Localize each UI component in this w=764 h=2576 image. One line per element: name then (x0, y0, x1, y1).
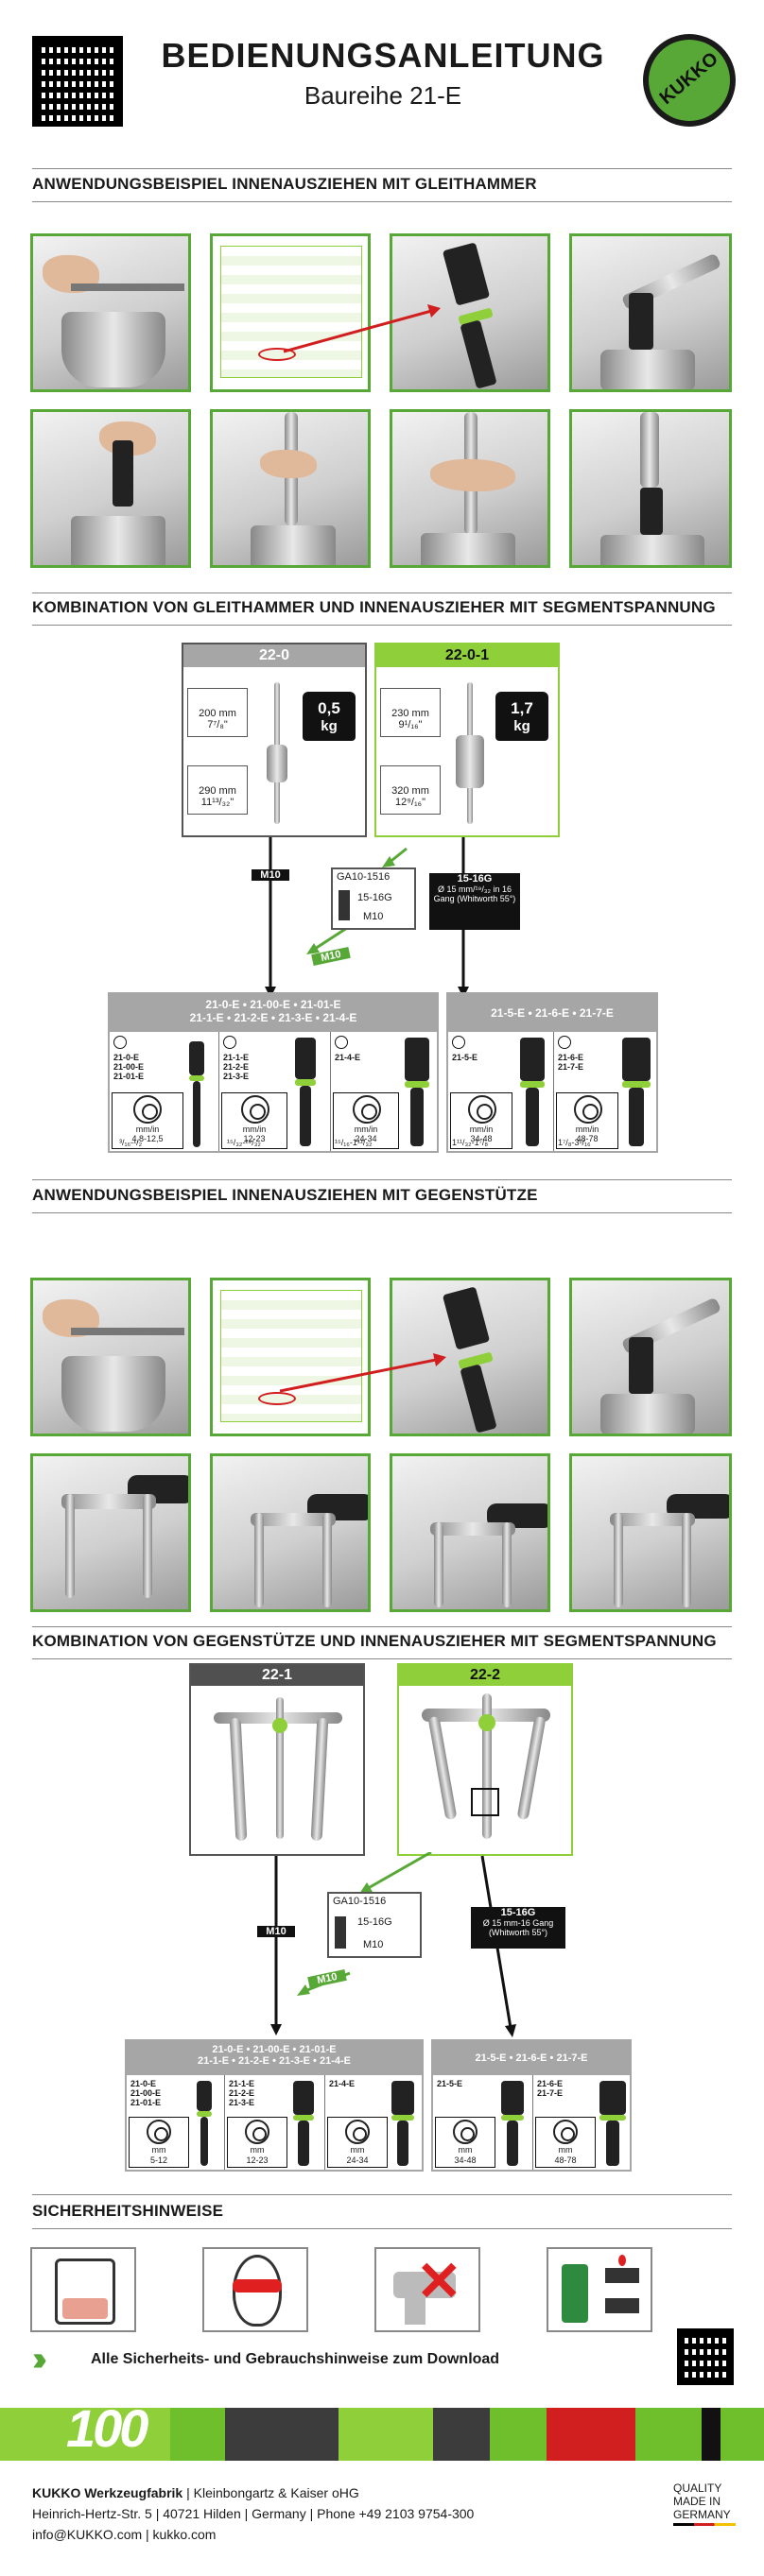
quality-made-in-germany-badge: QUALITY MADE IN GERMANY (673, 2482, 736, 2526)
divider (32, 168, 732, 169)
footer-company: KUKKO Werkzeugfabrik | Kleinbongartz & K… (32, 2485, 359, 2500)
photo-puller-tighten (390, 1453, 550, 1612)
thread-spec-15-16g: 15-16G Ø 15 mm/¹⁹/₃₂ in 16 Gang (Whitwor… (429, 873, 520, 930)
photo-size-table-2 (210, 1278, 371, 1436)
hammer-weight (456, 735, 484, 788)
prohibited-x-icon: ✕ (416, 2251, 462, 2312)
length-2: 320 mm 12⁹/₁₆" (380, 765, 441, 815)
puller-22-1: 22-1 (189, 1663, 365, 1856)
photo-puller-attach (30, 1453, 191, 1612)
puller2-col-1: 21-0-E 21-00-E 21-01-E mm 5-12 (127, 2075, 225, 2170)
puller-group-b: 21-5-E • 21-6-E • 21-7-E 21-5-E mm/in 34… (446, 992, 658, 1153)
group-a2-title-line1: 21-0-E • 21-00-E • 21-01-E (212, 2044, 337, 2055)
divider (32, 1212, 732, 1213)
puller-22-1-code: 22-1 (191, 1665, 363, 1686)
footer-address: Heinrich-Hertz-Str. 5 | 40721 Hilden | G… (32, 2506, 475, 2521)
weight-icon: 0,5 kg (303, 692, 356, 741)
photo-tighten-wrench-2 (569, 1278, 732, 1436)
photo-slide-hammer-pull (390, 409, 550, 568)
safety-icon-no-impact-wrench: ✕ (374, 2247, 480, 2332)
puller2-col-5: 21-6-E 21-7-E mm 48-78 (533, 2075, 632, 2170)
photo-slide-hammer-mount (210, 409, 371, 568)
arrow-red-indicator-2 (280, 1353, 446, 1393)
section-title-kombination-gleithammer: KOMBINATION VON GLEITHAMMER UND INNENAUS… (32, 598, 716, 616)
puller-col-1: 21-0-E 21-00-E 21-01-E mm/in 4,8-12,5 ³/… (110, 1032, 219, 1151)
divider (32, 592, 732, 593)
photo-puller-position (210, 1453, 371, 1612)
puller-group-b-2: 21-5-E • 21-6-E • 21-7-E 21-5-E mm 34-48… (431, 2039, 632, 2172)
section-title-gleithammer: ANWENDUNGSBEISPIEL INNENAUSZIEHEN MIT GL… (32, 175, 537, 193)
puller-col-5: 21-6-E 21-7-E mm/in 48-78 1⁷/₈-3¹/₁₆ (554, 1032, 658, 1151)
group-a-title-line2: 21-1-E • 21-2-E • 21-3-E • 21-4-E (189, 1011, 357, 1024)
length-1: 200 mm 7⁷/₈" (187, 688, 248, 737)
adapter-ga10-1516: GA10-1516 15-16G M10 (331, 867, 416, 930)
chevrons-icon: ››› (32, 2339, 47, 2378)
hammer-weight (267, 745, 287, 782)
slide-hammer-22-0-1: 22-0-1 230 mm 9¹/₁₆" 320 mm 12⁹/₁₆" 1,7 … (374, 643, 560, 837)
qr-code-download[interactable] (677, 2328, 734, 2385)
photo-size-table (210, 233, 371, 392)
length-1: 230 mm 9¹/₁₆" (380, 688, 441, 737)
divider (32, 2194, 732, 2195)
photo-puller-extract (569, 1453, 732, 1612)
puller-22-2: 22-2 (397, 1663, 573, 1856)
thread-spec-15-16g-2: 15-16G Ø 15 mm-16 Gang (Whitworth 55°) (471, 1907, 565, 1949)
divider (32, 625, 732, 626)
page-subtitle: Baureihe 21-E (304, 81, 462, 110)
puller-col-2: 21-1-E 21-2-E 21-3-E mm/in 12-23 ¹⁵/₃₂-²… (219, 1032, 331, 1151)
photo-insert-tool (390, 233, 550, 392)
group-a2-title-line2: 21-1-E • 21-2-E • 21-3-E • 21-4-E (198, 2055, 351, 2067)
photo-insert-tool-2 (390, 1278, 550, 1436)
slide-hammer-22-0-1-code: 22-0-1 (376, 644, 558, 667)
section-title-sicherheit: SICHERHEITSHINWEISE (32, 2202, 224, 2220)
qr-code-header[interactable] (32, 36, 123, 127)
section-title-kombination-gegenstuetze: KOMBINATION VON GEGENSTÜTZE UND INNENAUS… (32, 1632, 717, 1650)
kukko-logo: KUKKO (643, 34, 736, 127)
length-2: 290 mm 11¹³/₃₂" (187, 765, 248, 815)
safety-icon-lubricate (547, 2247, 652, 2332)
slide-hammer-22-0: 22-0 200 mm 7⁷/₈" 290 mm 11¹³/₃₂" 0,5 kg (182, 643, 367, 837)
divider (32, 1626, 732, 1627)
photo-tighten-wrench (569, 233, 732, 392)
group-b2-title: 21-5-E • 21-6-E • 21-7-E (433, 2041, 630, 2075)
photo-hand-insert (30, 409, 191, 568)
group-b-title: 21-5-E • 21-6-E • 21-7-E (448, 994, 656, 1032)
anniversary-logo: 100 (66, 2398, 148, 2458)
photo-measure-bore-2 (30, 1278, 191, 1436)
puller2-col-3: 21-4-E mm 24-34 (325, 2075, 424, 2170)
weight-icon: 1,7 kg (495, 692, 548, 741)
safety-icon-eye-protection (202, 2247, 308, 2332)
puller2-col-2: 21-1-E 21-2-E 21-3-E mm 12-23 (225, 2075, 325, 2170)
footer-contact[interactable]: info@KUKKO.com | kukko.com (32, 2527, 217, 2542)
thread-label-m10-left: M10 (252, 869, 289, 881)
puller-col-3: 21-4-E mm/in 24-34 ¹⁵/₁₆-1¹¹/₃₂ (331, 1032, 439, 1151)
puller-group-a: 21-0-E • 21-00-E • 21-01-E 21-1-E • 21-2… (108, 992, 439, 1153)
slide-hammer-22-0-code: 22-0 (183, 644, 365, 667)
puller-group-a-2: 21-0-E • 21-00-E • 21-01-E 21-1-E • 21-2… (125, 2039, 424, 2172)
puller-22-2-code: 22-2 (399, 1665, 571, 1686)
adapter-ga10-1516-2: GA10-1516 15-16G M10 (327, 1892, 422, 1958)
puller-col-4: 21-5-E mm/in 34-48 1¹¹/₃₂-1⁷/₈ (448, 1032, 554, 1151)
download-link[interactable]: Alle Sicherheits- und Gebrauchshinweise … (91, 2351, 500, 2367)
arrow-red-indicator (284, 304, 441, 353)
divider (32, 1658, 732, 1659)
divider (32, 1179, 732, 1180)
page-title: BEDIENUNGSANLEITUNG (161, 36, 605, 75)
divider (32, 201, 732, 202)
puller2-col-4: 21-5-E mm 34-48 (433, 2075, 533, 2170)
photo-measure-bore (30, 233, 191, 392)
group-a-title-line1: 21-0-E • 21-00-E • 21-01-E (205, 998, 341, 1011)
photo-bearing-removed (569, 409, 732, 568)
safety-icon-secure-load (30, 2247, 136, 2332)
section-title-gegenstuetze: ANWENDUNGSBEISPIEL INNENAUSZIEHEN MIT GE… (32, 1186, 538, 1204)
divider (32, 2228, 732, 2229)
thread-label-m10-left-2: M10 (257, 1926, 295, 1937)
